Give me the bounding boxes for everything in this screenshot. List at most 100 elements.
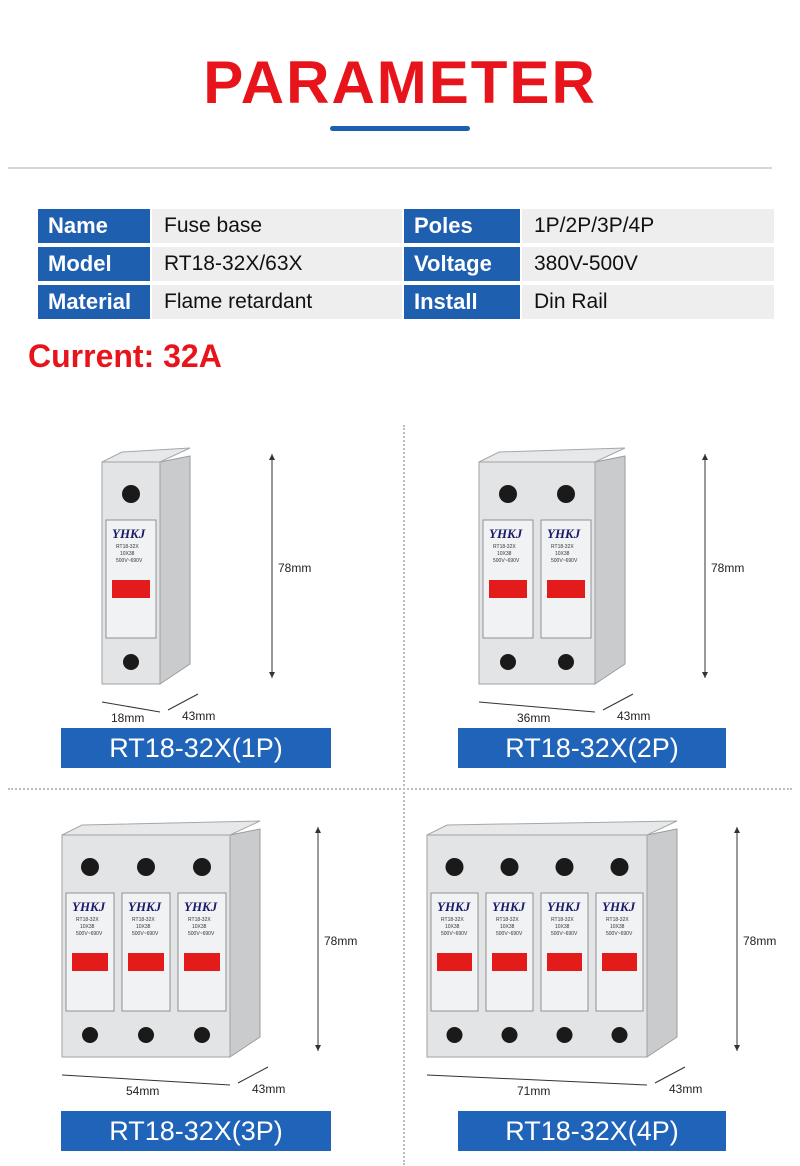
terminal-hole: [555, 858, 574, 876]
spec-value: Fuse base: [152, 209, 402, 243]
spec-label: Install: [404, 285, 520, 319]
product-label: RT18-32X(1P): [61, 728, 331, 768]
model-text: RT18-32X: [606, 917, 629, 923]
fuse-carrier: [65, 892, 115, 1012]
spec-label: Voltage: [404, 247, 520, 281]
dimension-line: [167, 693, 199, 711]
depth-dimension: 43mm: [252, 1082, 285, 1095]
divider: [8, 167, 772, 169]
model-text: RT18-32X: [551, 917, 574, 923]
indicator-window: [602, 953, 637, 971]
model-text: RT18-32X: [441, 917, 464, 923]
width-dimension: 36mm: [517, 711, 550, 725]
terminal-hole: [499, 485, 517, 503]
terminal-hole: [81, 858, 99, 876]
rating-text: 500V~690V: [551, 931, 578, 937]
model-text: RT18-32X: [188, 917, 211, 923]
size-text: 10X38: [445, 924, 460, 930]
size-text: 10X38: [120, 551, 135, 557]
brand-logo: YHKJ: [602, 899, 636, 914]
spec-value: RT18-32X/63X: [152, 247, 402, 281]
arrow-head: [269, 672, 275, 678]
dimension-line: [654, 1066, 686, 1084]
title-underline: [330, 126, 470, 131]
brand-logo: YHKJ: [547, 899, 581, 914]
current-rating: Current: 32A: [28, 338, 222, 374]
fuse-carrier: [105, 519, 157, 639]
page-title: PARAMETER: [203, 49, 597, 116]
model-text: RT18-32X: [496, 917, 519, 923]
fuse-carrier: [482, 519, 534, 639]
indicator-window: [184, 953, 220, 971]
spec-value: Din Rail: [522, 285, 774, 319]
arrow-head: [734, 827, 740, 833]
terminal-hole: [610, 858, 629, 876]
arrow-head: [315, 1045, 321, 1051]
fuse-carrier: [485, 892, 534, 1012]
spec-row: Name Fuse base Poles 1P/2P/3P/4P: [38, 209, 774, 243]
height-dimension: 78mm: [711, 561, 744, 575]
height-dimension: 78mm: [278, 561, 311, 575]
product-label: RT18-32X(3P): [61, 1111, 331, 1151]
indicator-window: [547, 953, 582, 971]
terminal-hole: [446, 1027, 463, 1043]
spec-row: Model RT18-32X/63X Voltage 380V-500V: [38, 247, 774, 281]
model-text: RT18-32X: [76, 917, 99, 923]
rating-text: 500V~690V: [493, 558, 520, 564]
dimension-line: [101, 701, 161, 713]
size-text: 10X38: [192, 924, 207, 930]
terminal-hole: [556, 1027, 573, 1043]
width-dimension: 18mm: [111, 711, 144, 725]
spec-value: Flame retardant: [152, 285, 402, 319]
size-text: 10X38: [136, 924, 151, 930]
size-text: 10X38: [500, 924, 515, 930]
terminal-hole: [193, 858, 211, 876]
spec-label: Name: [38, 209, 150, 243]
fuse-carrier: [540, 892, 589, 1012]
rating-text: 500V~690V: [116, 558, 143, 564]
fuse-carrier: [430, 892, 479, 1012]
dimension-line: [61, 1074, 231, 1086]
terminal-hole: [500, 654, 516, 670]
depth-dimension: 43mm: [617, 709, 650, 723]
rating-text: 500V~690V: [76, 931, 103, 937]
spec-label: Poles: [404, 209, 520, 243]
dimension-line: [478, 701, 596, 713]
size-text: 10X38: [555, 924, 570, 930]
indicator-window: [437, 953, 472, 971]
arrow-head: [734, 1045, 740, 1051]
indicator-window: [492, 953, 527, 971]
model-text: RT18-32X: [132, 917, 155, 923]
size-text: 10X38: [610, 924, 625, 930]
body-side: [159, 455, 191, 685]
arrow-head: [315, 827, 321, 833]
spec-value: 380V-500V: [522, 247, 774, 281]
product-label: RT18-32X(4P): [458, 1111, 726, 1151]
width-dimension: 71mm: [517, 1084, 550, 1095]
rating-text: 500V~690V: [132, 931, 159, 937]
terminal-hole: [123, 654, 139, 670]
body-top: [426, 820, 678, 836]
spec-label: Model: [38, 247, 150, 281]
brand-logo: YHKJ: [437, 899, 471, 914]
dimension-line: [426, 1074, 648, 1086]
product-label: RT18-32X(2P): [458, 728, 726, 768]
size-text: 10X38: [497, 551, 512, 557]
dimension-line: [602, 693, 634, 711]
brand-logo: YHKJ: [112, 526, 146, 541]
indicator-window: [489, 580, 527, 598]
rating-text: 500V~690V: [496, 931, 523, 937]
indicator-window: [128, 953, 164, 971]
depth-dimension: 43mm: [182, 709, 215, 723]
width-dimension: 54mm: [126, 1084, 159, 1095]
fuse-carrier: [540, 519, 592, 639]
height-dimension: 78mm: [324, 934, 357, 948]
indicator-window: [112, 580, 150, 598]
model-text: RT18-32X: [116, 544, 139, 550]
body-side: [594, 455, 626, 685]
terminal-hole: [137, 858, 155, 876]
spec-value: 1P/2P/3P/4P: [522, 209, 774, 243]
brand-logo: YHKJ: [489, 526, 523, 541]
height-dimension: 78mm: [743, 934, 776, 948]
